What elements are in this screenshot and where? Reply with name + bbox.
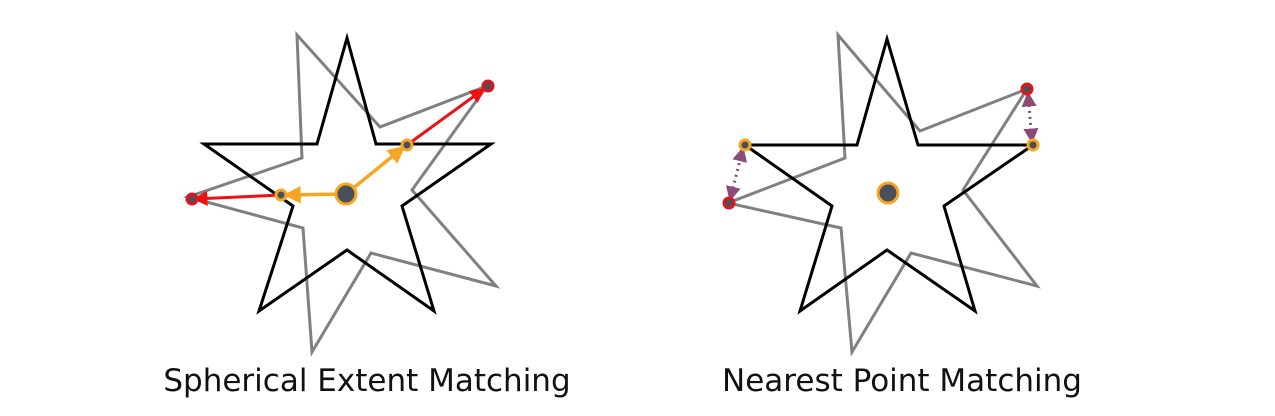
orange-point [400, 138, 414, 152]
orange-point [1026, 138, 1040, 152]
center-point [334, 182, 358, 206]
panel-spherical-extent: Spherical Extent Matching [163, 30, 571, 399]
transformed-star-outline [722, 30, 1041, 357]
center-arrow-right [344, 145, 406, 196]
panel-caption: Nearest Point Matching [722, 363, 1082, 399]
reference-star-outline [740, 33, 1038, 315]
panel-nearest-point: Nearest Point Matching [722, 30, 1082, 399]
center-point [876, 181, 900, 205]
red-point [185, 192, 199, 206]
red-point [481, 79, 495, 93]
transformed-star-outline [182, 30, 501, 357]
extent-arrow-left [192, 190, 282, 206]
orange-point [274, 188, 288, 202]
panel-caption: Spherical Extent Matching [163, 363, 570, 399]
match-arrow-right [1021, 91, 1039, 144]
red-point [722, 196, 736, 210]
reference-star-outline [199, 32, 496, 315]
red-point [1020, 82, 1034, 96]
orange-point [738, 138, 752, 152]
match-arrow-left [725, 146, 748, 202]
extent-arrow-right [406, 87, 486, 147]
